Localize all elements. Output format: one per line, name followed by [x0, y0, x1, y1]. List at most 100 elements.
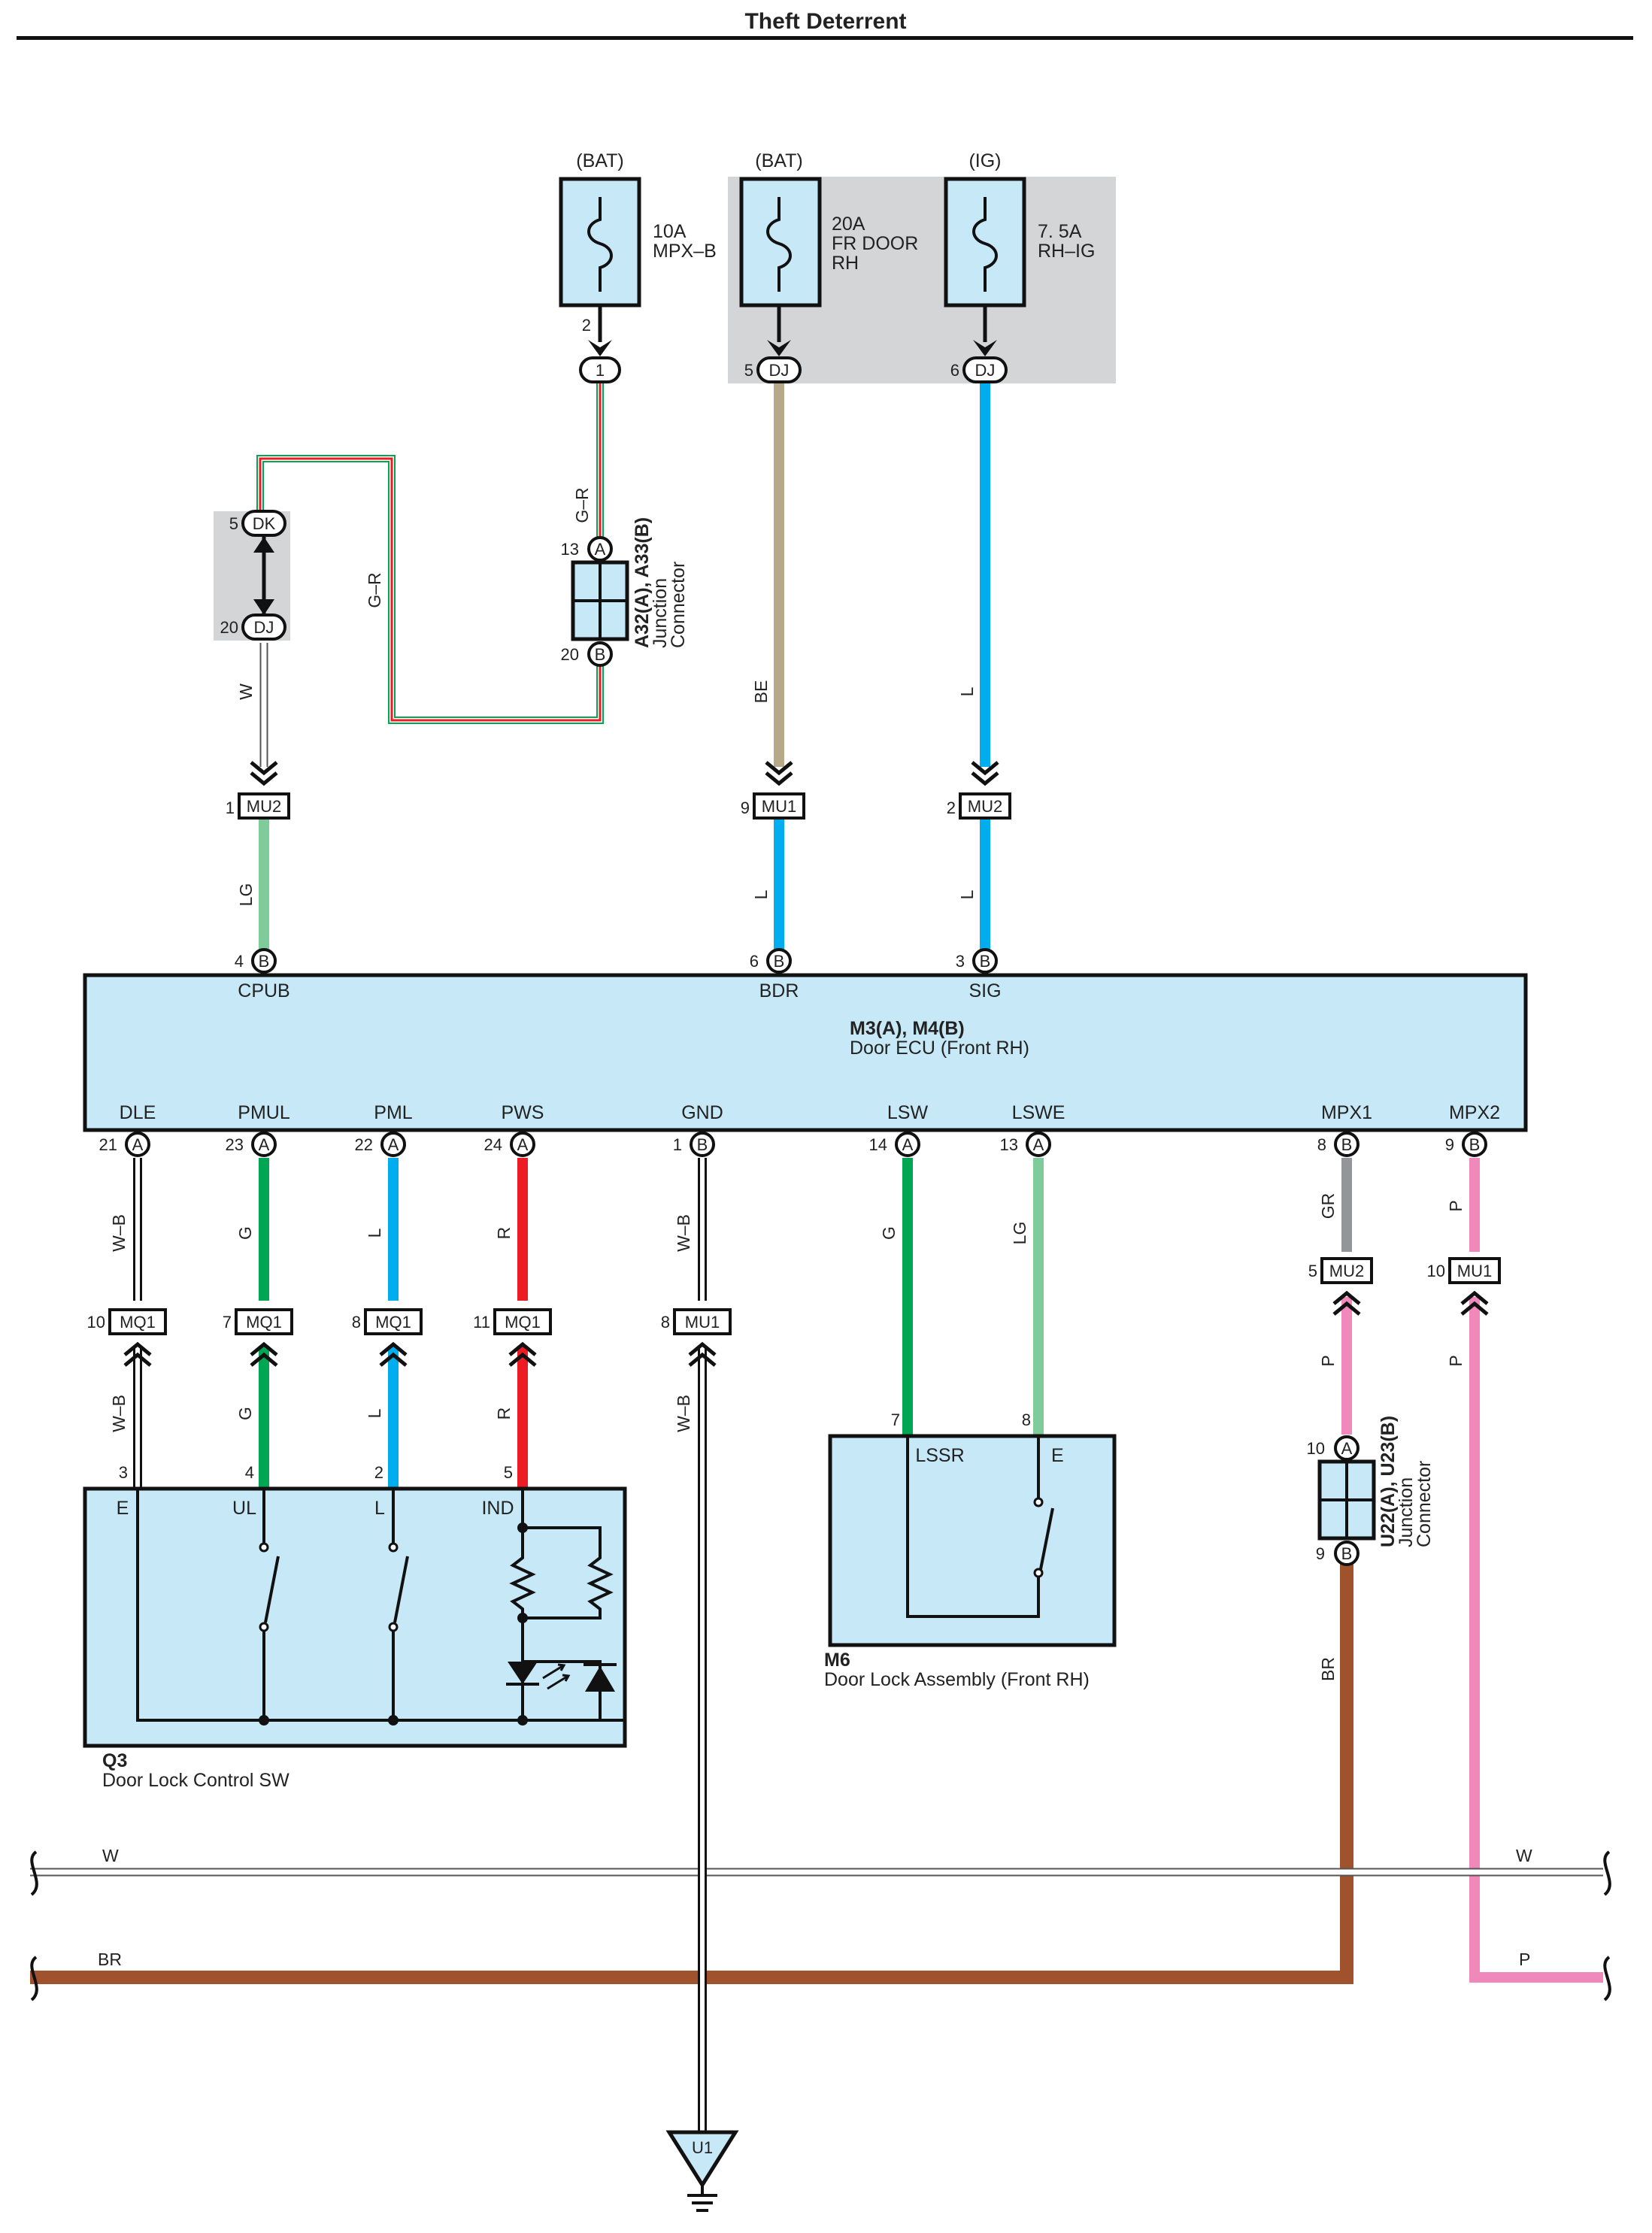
ecu-pin-mpx2: MPX2 9 B [1445, 1102, 1500, 1157]
connector-pin: 6 [950, 361, 959, 380]
pin-letter: A [259, 1135, 270, 1154]
bus-label-w-right: W [1516, 1846, 1532, 1865]
pin-label: BDR [759, 980, 799, 1001]
connector-id: DJ [975, 361, 996, 380]
pin-number: 21 [99, 1135, 117, 1154]
junction-letter-a: A [595, 540, 606, 559]
pin-number: 13 [1000, 1135, 1018, 1154]
bus-break-right-w [1603, 1850, 1611, 1896]
wire-label-p-mpx2-2: P [1446, 1355, 1466, 1366]
wire-label-g-r: G–R [572, 487, 592, 523]
junction-line1: Junction [1396, 1477, 1417, 1547]
pin-number: 22 [355, 1135, 373, 1154]
terminal-label: L [374, 1498, 385, 1519]
connector-id: MQ1 [246, 1313, 282, 1332]
connector-id: MQ1 [120, 1313, 156, 1332]
terminal-pin: 7 [891, 1410, 900, 1429]
bus-label-p: P [1519, 1950, 1530, 1969]
pin-number: 23 [226, 1135, 244, 1154]
wire-label-g-lsw: G [879, 1226, 899, 1240]
fuse-rating: 10A [653, 221, 687, 242]
ecu-pin-lswe: LSWE 13 A [1000, 1102, 1065, 1157]
junction-pin-b: 9 [1316, 1544, 1325, 1563]
junction-line2: Connector [668, 562, 689, 648]
fuse-rating: 20A [832, 214, 865, 235]
arrow-fuse-20a [767, 340, 791, 356]
junction-line1: Junction [650, 578, 671, 648]
terminal-pin: 5 [504, 1463, 513, 1482]
terminal-label: LSSR [915, 1445, 964, 1466]
connector-id: MU1 [762, 797, 796, 816]
pin-label: PML [374, 1102, 413, 1123]
page-title: Theft Deterrent [744, 9, 906, 34]
pin-letter: A [388, 1135, 399, 1154]
connector-pin: 2 [582, 316, 591, 335]
door-lock-assembly: 7 8 LSSR E M6 Door Lock Assembly (Front … [824, 1410, 1117, 1690]
pin-number: 9 [1445, 1135, 1454, 1154]
ecu-pin-cpub: 4 B CPUB [235, 948, 290, 1001]
junction-letter-b: B [595, 645, 606, 664]
ecu-pin-bdr: 6 B BDR [750, 948, 799, 1001]
fuse-7-5a: (IG) 7. 5A RH–IG [944, 150, 1095, 342]
connector-mu2-2: 2 MU2 [947, 761, 1011, 820]
wire-label-g-pmul-2: G [235, 1407, 255, 1420]
terminal-label: IND [481, 1498, 514, 1519]
connector-mq1-8: 8 MQ1 [352, 1308, 423, 1367]
bus-label-w-left: W [102, 1846, 119, 1865]
connector-pin: 8 [661, 1313, 670, 1332]
pin-number: 6 [750, 952, 759, 971]
arrow-fuse-10a [588, 340, 612, 356]
dk-dj-link [253, 537, 274, 615]
ecu-pin-pml: PML 22 A [355, 1102, 413, 1157]
connector-mu2-5: 5 MU2 [1308, 1257, 1373, 1316]
connector-mq1-7: 7 MQ1 [223, 1308, 293, 1367]
junction-connector-a32-a33: 13 A 20 B A32(A), A33(B) Junction Connec… [561, 517, 689, 667]
connector-pin: 1 [226, 798, 235, 817]
wire-p-mpx2-lower [1469, 1297, 1603, 1983]
wire-label-gr-mpx1: GR [1318, 1193, 1338, 1220]
junction-name: A32(A), A33(B) [632, 517, 653, 648]
ecu-pin-lsw: LSW 14 A [869, 1102, 928, 1157]
junction-letter-a: A [1341, 1439, 1353, 1458]
connector-dk: 5 DK [229, 510, 286, 537]
wire-label-g-pmul: G [235, 1226, 255, 1240]
pin-letter: A [517, 1135, 529, 1154]
pin-letter: A [1033, 1135, 1044, 1154]
ecu-name: M3(A), M4(B) [850, 1018, 965, 1039]
pin-letter: A [132, 1135, 144, 1154]
junction-letter-b: B [1341, 1544, 1353, 1563]
fuse-supply: (BAT) [576, 150, 623, 171]
pin-letter: B [1469, 1135, 1481, 1154]
connector-id: MU1 [685, 1313, 720, 1332]
wire-label-l-sig: L [957, 889, 977, 899]
pin-label: MPX2 [1449, 1102, 1500, 1123]
bus-break-right-p [1603, 1956, 1611, 2001]
pin-letter: B [697, 1135, 708, 1154]
connector-id: 1 [596, 361, 605, 380]
ecu-pin-pws: PWS 24 A [484, 1102, 544, 1157]
terminal-label: UL [232, 1498, 256, 1519]
wire-label-w-b-gnd: W–B [674, 1214, 693, 1252]
junction-pin-a: 10 [1307, 1439, 1325, 1458]
bus-label-br: BR [98, 1950, 122, 1969]
wire-label-br-mpx1: BR [1318, 1657, 1338, 1681]
bus-break-left-w [30, 1850, 38, 1896]
pin-number: 14 [869, 1135, 887, 1154]
wire-label-lg-lswe: LG [1010, 1222, 1029, 1245]
ecu-pin-mpx1: MPX1 8 B [1317, 1102, 1372, 1157]
connector-dj-6: 6 DJ [950, 356, 1008, 383]
fuse-10a: (BAT) 10A MPX–B [559, 150, 717, 342]
connector-id: MQ1 [505, 1313, 541, 1332]
fuse-name-2: RH [832, 253, 859, 274]
terminal-label: E [117, 1498, 129, 1519]
terminal-label: E [1051, 1445, 1064, 1466]
junction-pin-b: 20 [561, 645, 579, 664]
connector-mu2-1: 1 MU2 [226, 761, 290, 820]
ground-symbol: U1 [665, 2130, 739, 2212]
connector-pin: 2 [947, 798, 956, 817]
pin-letter: B [259, 952, 270, 971]
led-icon [508, 1662, 538, 1684]
connector-id: MQ1 [375, 1313, 411, 1332]
wire-label-r-pws: R [494, 1227, 514, 1240]
